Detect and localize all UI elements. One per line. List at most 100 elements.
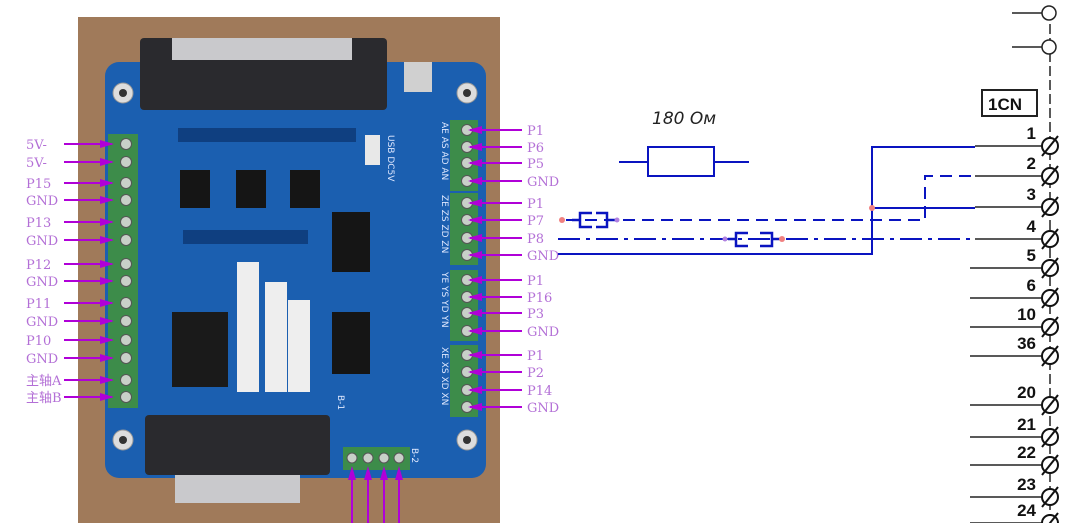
terminal-number: 6 [1027, 276, 1036, 295]
arrow-head-icon [380, 466, 388, 480]
pin-label-right: P1 [527, 124, 544, 139]
arrow-head-icon [100, 336, 114, 344]
screw-terminal [393, 452, 405, 464]
terminal-slash [1041, 135, 1059, 157]
usb-port [404, 62, 432, 92]
silk-b1-label: B-1 [335, 395, 345, 410]
header-connector [237, 262, 259, 392]
arrow-head-icon [100, 140, 114, 148]
terminal-slash [1041, 287, 1059, 309]
arrow-head-icon [468, 159, 482, 167]
terminal-number: 36 [1017, 334, 1036, 353]
pin-label-left: P10 [26, 334, 51, 349]
arrow-head-icon [100, 299, 114, 307]
junction-dots [559, 205, 875, 242]
terminal-slash [1041, 165, 1059, 187]
pin-label-right: P5 [527, 157, 544, 172]
terminal-number: 1 [1027, 124, 1036, 143]
arrow-head-icon [468, 251, 482, 259]
arrow-head-icon [468, 177, 482, 185]
silk-axis-label: YE YS YD YN [439, 271, 449, 328]
terminal-slash [1041, 486, 1059, 508]
arrow-head-icon [100, 277, 114, 285]
pin-label-left: 主轴A [26, 374, 62, 389]
terminal-slash [1041, 228, 1059, 250]
mount-hole-center [119, 89, 127, 97]
pin-label-right: GND [527, 249, 559, 264]
power-switch [365, 135, 380, 165]
terminal-number: 3 [1027, 185, 1036, 204]
pin-label-left: 主轴B [26, 391, 62, 406]
arrow-head-icon [468, 276, 482, 284]
header-connector [288, 300, 310, 392]
screw-terminal [120, 374, 132, 386]
pin-label-right: GND [527, 175, 559, 190]
terminal-number: 2 [1027, 154, 1036, 173]
arrow-head-icon [100, 317, 114, 325]
arrow-head-icon [364, 466, 372, 480]
arrow-head-icon [100, 236, 114, 244]
pin-label-left: P15 [26, 177, 51, 192]
screw-terminal [120, 258, 132, 270]
resistor-symbol [619, 146, 749, 177]
arrow-head-icon [468, 234, 482, 242]
resistor-in-p8-line [728, 231, 782, 248]
screw-terminal [120, 216, 132, 228]
pin-label-right: P2 [527, 366, 544, 381]
arrow-head-icon [100, 393, 114, 401]
ic-chip [332, 312, 370, 374]
pin-label-right: P16 [527, 291, 552, 306]
screw-terminal [120, 391, 132, 403]
db15-connector [145, 415, 330, 475]
left-terminal-block [108, 134, 138, 408]
pin-label-right: P1 [527, 274, 544, 289]
pin-label-right: P6 [527, 141, 544, 156]
screw-terminal [120, 194, 132, 206]
terminal-slash [1041, 454, 1059, 476]
arrow-head-icon [100, 196, 114, 204]
screw-terminal [120, 177, 132, 189]
terminal-number: 10 [1017, 305, 1036, 324]
arrow-head-icon [468, 351, 482, 359]
screw-terminal [120, 352, 132, 364]
screw-terminal [120, 138, 132, 150]
screw-terminal [362, 452, 374, 464]
silk-axis-label: ZE ZS ZD ZN [439, 195, 449, 253]
terminal-number: 23 [1017, 475, 1036, 494]
wire-gnd [558, 146, 975, 255]
pin-label-right: P3 [527, 307, 544, 322]
terminal-slash [1041, 257, 1059, 279]
pin-label-left: 5V- [26, 138, 47, 153]
terminal-slash [1041, 196, 1059, 218]
silk-axis-label: AE AS AD AN [439, 122, 449, 180]
pin-label-left: P12 [26, 258, 51, 273]
pin-label-left: GND [26, 194, 58, 209]
screw-terminal [120, 156, 132, 168]
mount-hole-center [463, 89, 471, 97]
relay [172, 312, 228, 387]
wires [558, 146, 975, 255]
arrow-head-icon [100, 376, 114, 384]
screw-terminal [120, 234, 132, 246]
connector-name: 1CN [988, 95, 1022, 114]
screw-terminal [120, 334, 132, 346]
silk-axis-label: XE XS XD XN [439, 347, 449, 405]
terminal-slash [1041, 426, 1059, 448]
screw-terminal [120, 275, 132, 287]
arrow-head-icon [100, 158, 114, 166]
header-connector [265, 282, 287, 392]
screw-terminal [120, 297, 132, 309]
arrow-head-icon [468, 309, 482, 317]
terminal-slash [1041, 394, 1059, 416]
terminal-number: 24 [1017, 501, 1036, 520]
arrow-head-icon [100, 260, 114, 268]
terminal-number: 5 [1027, 246, 1036, 265]
resistor-in-p7-line [572, 211, 617, 229]
terminal-open-circle [1041, 5, 1057, 21]
ic-chip [290, 170, 320, 208]
pin-label-right: P14 [527, 384, 552, 399]
arrow-head-icon [468, 403, 482, 411]
silk-usb-label: USB DC5V [385, 135, 395, 182]
pin-label-left: GND [26, 315, 58, 330]
